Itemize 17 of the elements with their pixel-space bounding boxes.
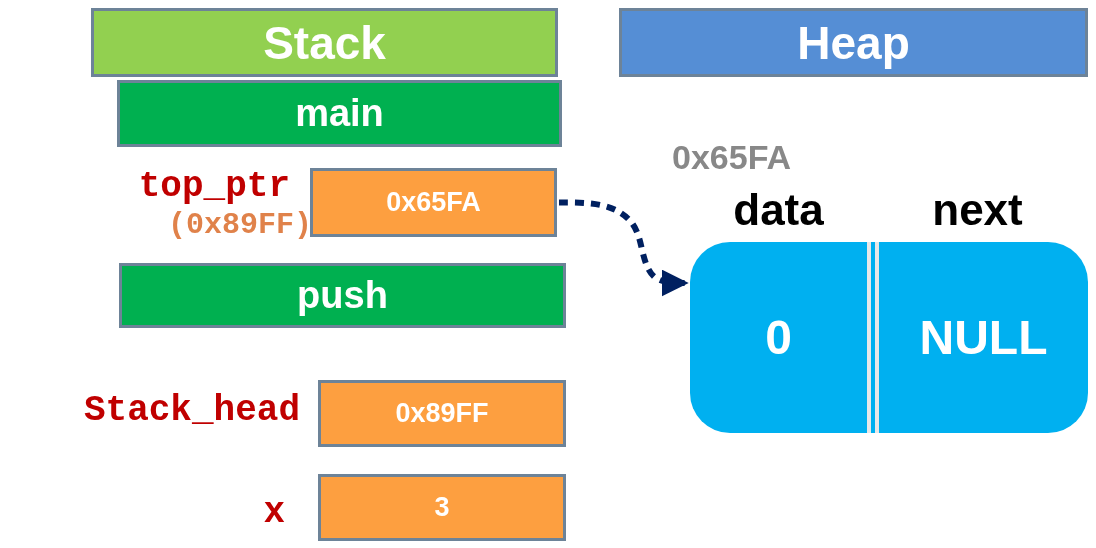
memory-cell: 0x89FF xyxy=(318,380,566,447)
stack-frame: main xyxy=(117,80,562,147)
variable-name: x xyxy=(262,492,285,533)
address-label: (0x89FF) xyxy=(166,208,312,242)
memory-cell: 0x65FA xyxy=(310,168,557,237)
cell-value: 0 xyxy=(765,310,792,365)
section-header: Heap xyxy=(619,8,1088,77)
field-label: next xyxy=(931,185,1024,235)
pointer-arrow xyxy=(559,199,689,297)
variable-name: top_ptr xyxy=(137,166,290,207)
address-label: 0x65FA xyxy=(672,138,793,177)
variable-name: Stack_head xyxy=(82,390,300,431)
memory-cell: 3 xyxy=(318,474,566,541)
section-header: Stack xyxy=(91,8,558,77)
stack-frame: push xyxy=(119,263,566,328)
field-label: data xyxy=(732,185,825,235)
cell-value: NULL xyxy=(919,310,1048,365)
